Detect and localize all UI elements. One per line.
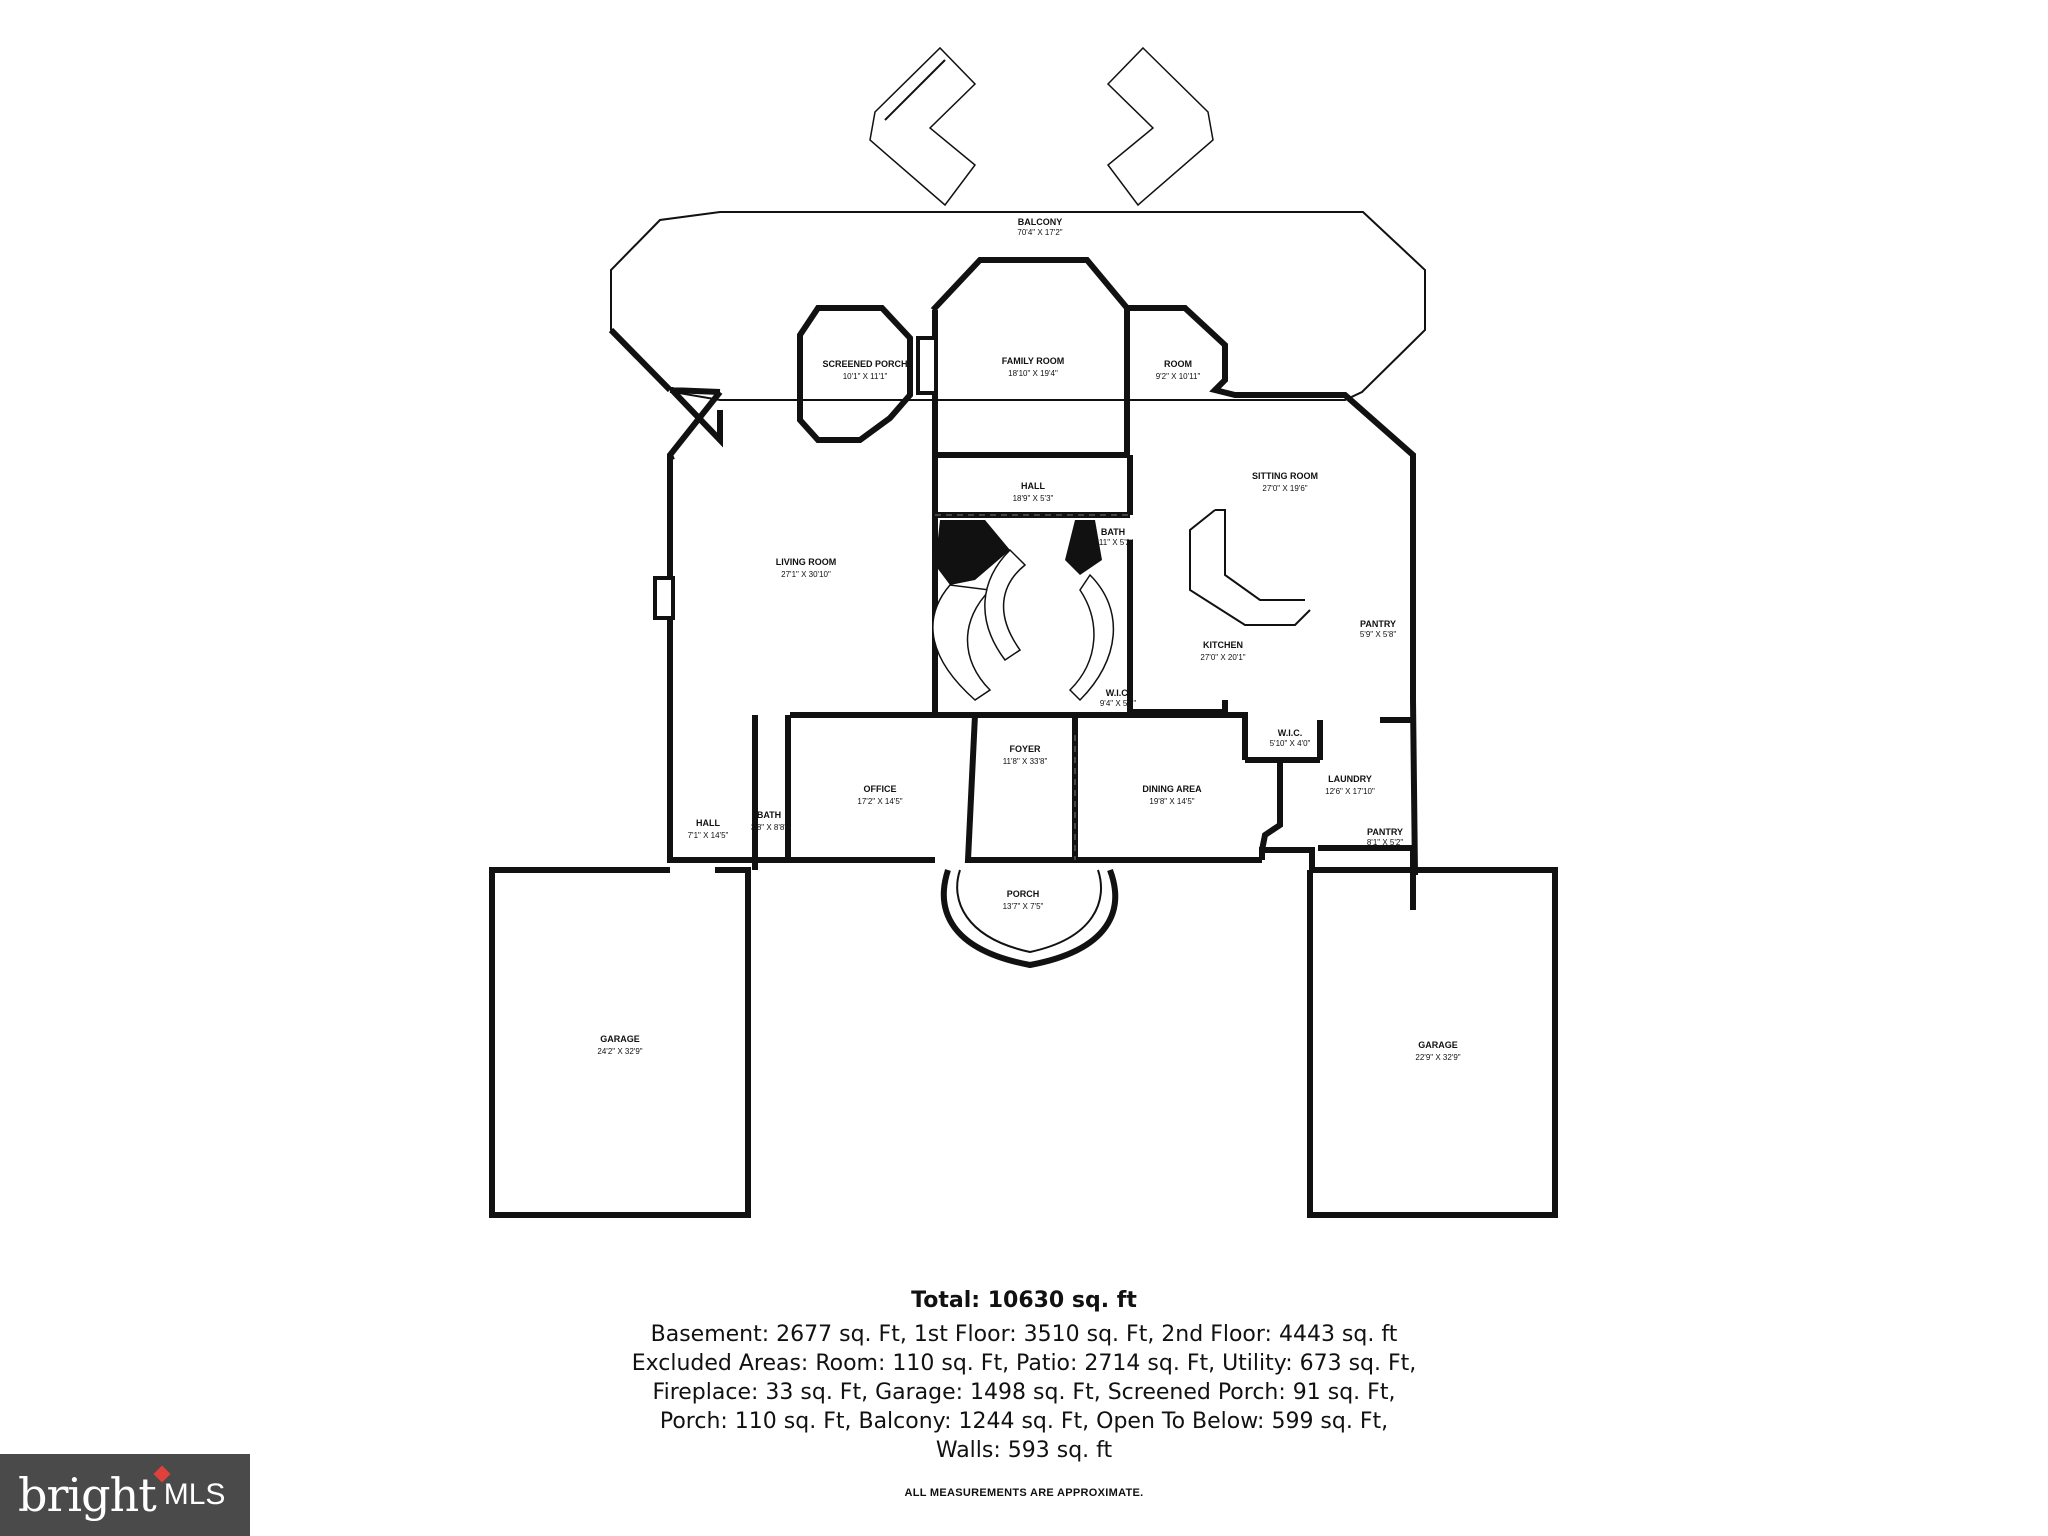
svg-text:OFFICE: OFFICE <box>864 784 897 794</box>
svg-text:PANTRY: PANTRY <box>1367 827 1403 837</box>
svg-text:27'0" X 19'6": 27'0" X 19'6" <box>1262 484 1307 493</box>
room-label-bath-upper: BATH 4'11" X 5'2" <box>1093 527 1133 547</box>
room-label-porch: PORCH 13'7" X 7'5" <box>1003 889 1044 911</box>
svg-text:7'1" X 14'5": 7'1" X 14'5" <box>688 831 729 840</box>
svg-text:18'9" X 5'3": 18'9" X 5'3" <box>1013 494 1054 503</box>
svg-text:18'10" X 19'4": 18'10" X 19'4" <box>1008 369 1058 378</box>
svg-text:KITCHEN: KITCHEN <box>1203 640 1243 650</box>
room-label-office: OFFICE 17'2" X 14'5" <box>857 784 902 806</box>
svg-text:FAMILY ROOM: FAMILY ROOM <box>1002 356 1065 366</box>
svg-text:19'8" X 14'5": 19'8" X 14'5" <box>1149 797 1194 806</box>
room-label-hall-upper: HALL 18'9" X 5'3" <box>1013 481 1054 503</box>
room-label-pantry-upper: PANTRY 5'9" X 5'8" <box>1360 619 1396 639</box>
fireplace-family <box>916 336 938 395</box>
svg-text:5'10" X 4'0": 5'10" X 4'0" <box>1270 739 1311 748</box>
svg-text:8'1" X 5'2": 8'1" X 5'2" <box>1367 838 1403 847</box>
room-label-hall-lower: HALL 7'1" X 14'5" <box>688 818 729 840</box>
svg-text:PANTRY: PANTRY <box>1360 619 1396 629</box>
room-label-wic-laundry: W.I.C. 5'10" X 4'0" <box>1270 728 1311 748</box>
total-area: Total: 10630 sq. ft <box>911 1288 1137 1313</box>
room-label-bath-lower: BATH 3'8" X 8'8" <box>751 810 787 832</box>
svg-text:W.I.C.: W.I.C. <box>1278 728 1303 738</box>
svg-text:12'6" X 17'10": 12'6" X 17'10" <box>1325 787 1375 796</box>
svg-text:27'0" X 20'1": 27'0" X 20'1" <box>1200 653 1245 662</box>
area-breakdown-line-5: Walls: 593 sq. ft <box>935 1438 1113 1463</box>
curved-stairs <box>932 520 1115 702</box>
room-label-sitting-room: SITTING ROOM 27'0" X 19'6" <box>1252 471 1318 493</box>
svg-text:10'1" X 11'1": 10'1" X 11'1" <box>843 372 888 381</box>
exterior-stairs-left <box>869 46 977 207</box>
room-label-balcony: BALCONY 70'4" X 17'2" <box>1017 217 1062 237</box>
svg-text:13'7" X 7'5": 13'7" X 7'5" <box>1003 902 1044 911</box>
logo-mls-text: MLS <box>163 1478 226 1511</box>
exterior-stairs-right <box>1106 46 1214 207</box>
svg-text:GARAGE: GARAGE <box>1418 1040 1458 1050</box>
house-walls <box>608 257 1418 910</box>
room-label-kitchen: KITCHEN 27'0" X 20'1" <box>1200 640 1245 662</box>
svg-text:70'4" X 17'2": 70'4" X 17'2" <box>1017 228 1062 237</box>
svg-text:W.I.C.: W.I.C. <box>1106 688 1131 698</box>
svg-text:3'8" X 8'8": 3'8" X 8'8" <box>751 823 787 832</box>
room-label-garage-right: GARAGE 22'9" X 32'9" <box>1415 1040 1460 1062</box>
svg-text:22'9" X 32'9": 22'9" X 32'9" <box>1415 1053 1460 1062</box>
porch-arc <box>940 868 1119 969</box>
area-breakdown-line-4: Porch: 110 sq. Ft, Balcony: 1244 sq. Ft,… <box>659 1409 1389 1434</box>
room-label-laundry: LAUNDRY 12'6" X 17'10" <box>1325 774 1375 796</box>
svg-text:24'2" X 32'9": 24'2" X 32'9" <box>597 1047 642 1056</box>
svg-text:FOYER: FOYER <box>1009 744 1041 754</box>
room-label-garage-left: GARAGE 24'2" X 32'9" <box>597 1034 642 1056</box>
room-label-room: ROOM 9'2" X 10'11" <box>1156 359 1201 381</box>
svg-text:GARAGE: GARAGE <box>600 1034 640 1044</box>
room-label-family-room: FAMILY ROOM 18'10" X 19'4" <box>1002 356 1065 378</box>
svg-text:BALCONY: BALCONY <box>1018 217 1063 227</box>
svg-text:11'8" X 33'8": 11'8" X 33'8" <box>1003 757 1048 766</box>
svg-text:HALL: HALL <box>1021 481 1045 491</box>
svg-text:BATH: BATH <box>1101 527 1125 537</box>
room-label-pantry-lower: PANTRY 8'1" X 5'2" <box>1367 827 1403 847</box>
svg-text:9'4" X 5'5": 9'4" X 5'5" <box>1100 699 1136 708</box>
room-label-wic-stairs: W.I.C. 9'4" X 5'5" <box>1100 688 1136 708</box>
svg-text:BATH: BATH <box>757 810 781 820</box>
fireplace <box>653 576 675 620</box>
svg-text:SCREENED PORCH: SCREENED PORCH <box>822 359 907 369</box>
room-label-living-room: LIVING ROOM 27'1" X 30'10" <box>776 557 837 579</box>
balcony-outline <box>610 211 1426 401</box>
svg-text:27'1" X 30'10": 27'1" X 30'10" <box>781 570 831 579</box>
area-breakdown-line-3: Fireplace: 33 sq. Ft, Garage: 1498 sq. F… <box>652 1380 1396 1405</box>
area-breakdown-line-1: Basement: 2677 sq. Ft, 1st Floor: 3510 s… <box>650 1322 1398 1347</box>
room-label-dining-area: DINING AREA 19'8" X 14'5" <box>1142 784 1202 806</box>
svg-text:ROOM: ROOM <box>1164 359 1192 369</box>
room-label-foyer: FOYER 11'8" X 33'8" <box>1003 744 1048 766</box>
svg-text:9'2" X 10'11": 9'2" X 10'11" <box>1156 372 1201 381</box>
svg-text:17'2" X 14'5": 17'2" X 14'5" <box>857 797 902 806</box>
svg-text:LIVING ROOM: LIVING ROOM <box>776 557 837 567</box>
svg-text:5'9" X 5'8": 5'9" X 5'8" <box>1360 630 1396 639</box>
logo-wordmark: bright <box>18 1468 157 1522</box>
svg-text:4'11" X 5'2": 4'11" X 5'2" <box>1093 538 1133 547</box>
garage-right-walls <box>1307 867 1558 1218</box>
area-breakdown-line-2: Excluded Areas: Room: 110 sq. Ft, Patio:… <box>631 1351 1417 1376</box>
svg-text:HALL: HALL <box>696 818 720 828</box>
bright-mls-logo: bright MLS <box>0 1454 250 1536</box>
svg-text:DINING AREA: DINING AREA <box>1142 784 1202 794</box>
garage-left-walls <box>489 867 751 1218</box>
kitchen-island <box>1189 509 1311 626</box>
svg-text:PORCH: PORCH <box>1007 889 1040 899</box>
room-label-screened-porch: SCREENED PORCH 10'1" X 11'1" <box>822 359 907 381</box>
measurement-note: ALL MEASUREMENTS ARE APPROXIMATE. <box>904 1487 1144 1499</box>
svg-text:SITTING ROOM: SITTING ROOM <box>1252 471 1318 481</box>
svg-text:LAUNDRY: LAUNDRY <box>1328 774 1372 784</box>
